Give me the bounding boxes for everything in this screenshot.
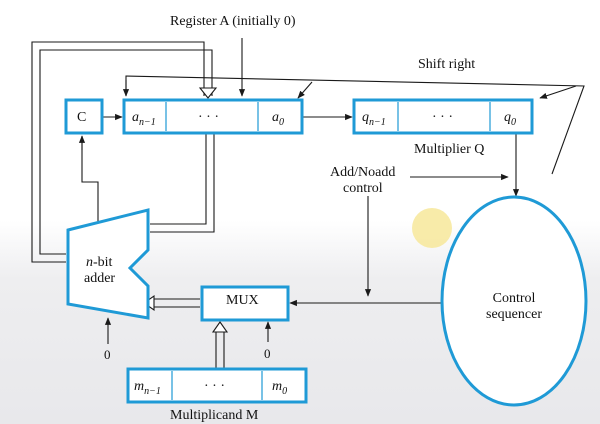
adder-zero-input: 0 (104, 347, 111, 362)
a-first-cell: an−1 (132, 110, 156, 128)
shift-right-to-a0-arrow (297, 81, 313, 99)
q-last-cell: q0 (504, 110, 516, 128)
adder-bit: -bit (93, 255, 113, 270)
register-a-label: Register A (initially 0) (170, 14, 296, 29)
a-last-cell: a0 (272, 110, 284, 128)
register-q (352, 98, 534, 135)
cursor-highlight-icon (412, 208, 452, 248)
adder-label-line-1: n-bit (86, 255, 113, 270)
a-to-adder-inner (150, 134, 215, 233)
register-m (126, 367, 308, 404)
mux-zero-input: 0 (264, 346, 271, 361)
a-to-adder-outer (150, 134, 207, 225)
control-label-1: Control (493, 291, 536, 306)
carry-line (81, 136, 99, 222)
adder-to-a-inner-path (39, 49, 213, 255)
add-noadd-label-1: Add/Noadd (330, 165, 395, 180)
m-first-cell: mn−1 (134, 379, 161, 397)
adder-to-a-outer-path (31, 41, 205, 263)
c-label: C (77, 110, 86, 125)
q-first-cell: qn−1 (362, 110, 386, 128)
shift-right-to-q-arrow (539, 85, 577, 99)
multiplier-q-label: Multiplier Q (414, 142, 484, 157)
add-noadd-label-2: control (343, 181, 383, 196)
mux-label: MUX (226, 293, 259, 308)
m-to-mux-arrowhead (211, 321, 229, 333)
a-dots: · · · (198, 110, 219, 125)
multiplicand-m-label: Multiplicand M (170, 408, 259, 423)
control-sequencer (440, 195, 588, 407)
carry-register-c (64, 98, 104, 135)
m-last-cell: m0 (272, 379, 287, 397)
adder-label-line-2: adder (84, 271, 115, 286)
mux-box (200, 285, 290, 322)
register-a (122, 98, 304, 135)
adder-to-a-arrowhead (198, 87, 218, 99)
m-dots: · · · (204, 379, 225, 394)
n-bit-adder (66, 208, 150, 320)
q-dots: · · · (432, 110, 453, 125)
control-label-2: sequencer (486, 307, 542, 322)
adder-n: n (86, 255, 93, 270)
shift-right-label: Shift right (418, 57, 475, 72)
